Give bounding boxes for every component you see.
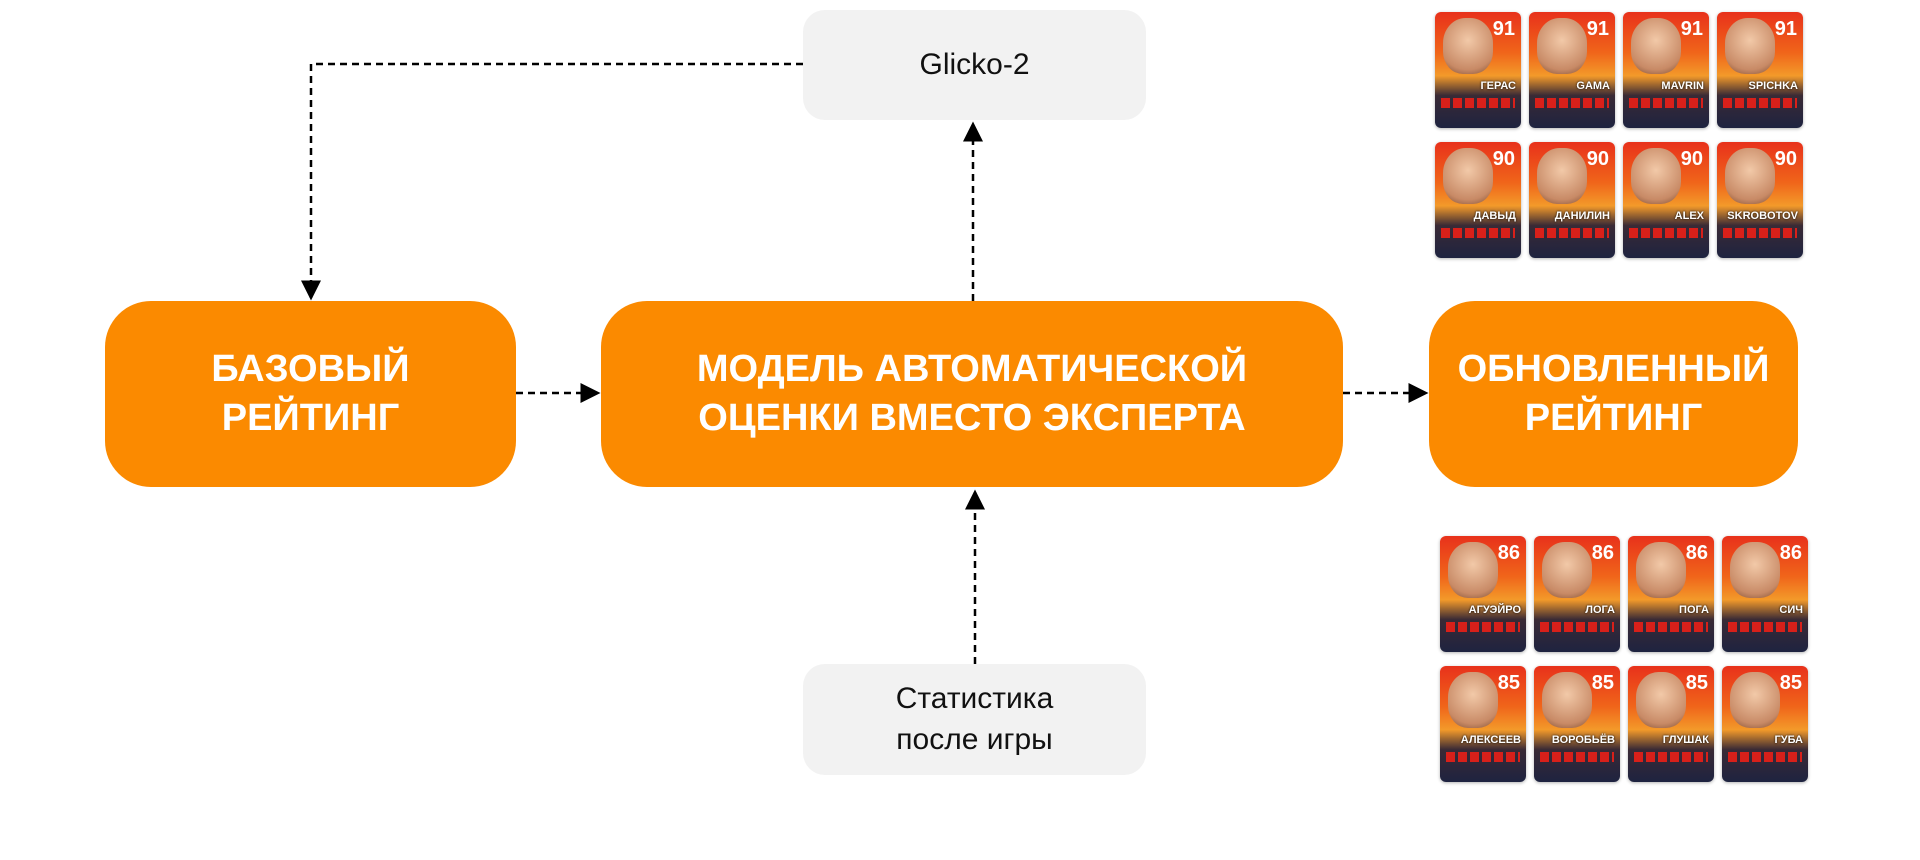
player-stats-bar [1441, 228, 1515, 238]
player-photo [1730, 672, 1780, 728]
player-rating: 90 [1680, 148, 1703, 170]
player-photo [1725, 148, 1775, 204]
player-photo [1636, 672, 1686, 728]
player-photo [1730, 542, 1780, 598]
player-card: 91 MAVRIN [1623, 12, 1709, 128]
player-name: GAMA [1576, 80, 1610, 92]
player-photo [1448, 542, 1498, 598]
player-rating: 86 [1685, 542, 1708, 564]
player-photo [1542, 542, 1592, 598]
updated-rating-node: ОБНОВЛЕННЫЙ РЕЙТИНГ [1429, 301, 1798, 487]
player-card: 90 ДАВЫД [1435, 142, 1521, 258]
player-photo [1636, 542, 1686, 598]
player-name: SKROBOTOV [1727, 210, 1798, 222]
base-rating-node: БАЗОВЫЙ РЕЙТИНГ [105, 301, 516, 487]
player-photo [1631, 18, 1681, 74]
player-card: 85 ВОРОБЬЁВ [1534, 666, 1620, 782]
player-card: 85 ГЛУШАК [1628, 666, 1714, 782]
player-rating: 86 [1779, 542, 1802, 564]
player-name: АГУЭЙРО [1468, 604, 1521, 616]
player-photo [1631, 148, 1681, 204]
player-rating: 90 [1774, 148, 1797, 170]
player-rating: 90 [1492, 148, 1515, 170]
player-name: ВОРОБЬЁВ [1551, 734, 1615, 746]
player-card: 91 GAMA [1529, 12, 1615, 128]
player-photo [1537, 148, 1587, 204]
player-photo [1725, 18, 1775, 74]
player-card: 90 SKROBOTOV [1717, 142, 1803, 258]
player-name: ALEX [1674, 210, 1704, 222]
player-name: ГЕРАС [1480, 80, 1516, 92]
model-label: МОДЕЛЬ АВТОМАТИЧЕСКОЙ ОЦЕНКИ ВМЕСТО ЭКСП… [696, 347, 1248, 439]
player-card: 91 ГЕРАС [1435, 12, 1521, 128]
post-game-stats-node: Статистика после игры [803, 664, 1146, 775]
player-rating: 91 [1586, 18, 1609, 40]
bottom-player-cards: 86 АГУЭЙРО 86 ЛОГА 86 ПОГА 86 СИЧ 85 АЛЕ… [1440, 536, 1808, 782]
player-stats-bar [1728, 622, 1802, 632]
player-photo [1448, 672, 1498, 728]
player-rating: 90 [1586, 148, 1609, 170]
player-name: ПОГА [1679, 604, 1709, 616]
player-stats-bar [1535, 228, 1609, 238]
player-card: 86 ЛОГА [1534, 536, 1620, 652]
player-card: 85 ГУБА [1722, 666, 1808, 782]
player-name: ДАНИЛИН [1554, 210, 1610, 222]
player-stats-bar [1634, 752, 1708, 762]
player-photo [1443, 148, 1493, 204]
player-card: 85 АЛЕКСЕЕВ [1440, 666, 1526, 782]
player-card: 86 АГУЭЙРО [1440, 536, 1526, 652]
player-name: ГУБА [1774, 734, 1803, 746]
player-stats-bar [1535, 98, 1609, 108]
player-rating: 85 [1497, 672, 1520, 694]
player-name: MAVRIN [1661, 80, 1704, 92]
player-card: 86 ПОГА [1628, 536, 1714, 652]
arrow-glicko-to-base [301, 62, 803, 301]
player-rating: 86 [1497, 542, 1520, 564]
player-stats-bar [1629, 228, 1703, 238]
top-player-cards: 91 ГЕРАС 91 GAMA 91 MAVRIN 91 SPICHKA 90… [1435, 12, 1803, 258]
player-stats-bar [1723, 228, 1797, 238]
player-name: ДАВЫД [1473, 210, 1516, 222]
post-game-stats-label: Статистика после игры [895, 682, 1054, 756]
player-stats-bar [1446, 752, 1520, 762]
player-name: АЛЕКСЕЕВ [1460, 734, 1521, 746]
player-stats-bar [1629, 98, 1703, 108]
player-name: SPICHKA [1748, 80, 1798, 92]
player-rating: 85 [1591, 672, 1614, 694]
player-photo [1542, 672, 1592, 728]
player-rating: 91 [1680, 18, 1703, 40]
player-rating: 91 [1492, 18, 1515, 40]
player-photo [1443, 18, 1493, 74]
player-card: 86 СИЧ [1722, 536, 1808, 652]
player-stats-bar [1540, 752, 1614, 762]
player-rating: 85 [1685, 672, 1708, 694]
player-name: ЛОГА [1585, 604, 1615, 616]
player-stats-bar [1634, 622, 1708, 632]
player-card: 91 SPICHKA [1717, 12, 1803, 128]
glicko-2-node: Glicko-2 [803, 10, 1146, 120]
player-rating: 86 [1591, 542, 1614, 564]
player-photo [1537, 18, 1587, 74]
base-rating-label: БАЗОВЫЙ РЕЙТИНГ [211, 347, 410, 439]
player-stats-bar [1441, 98, 1515, 108]
player-rating: 85 [1779, 672, 1802, 694]
player-card: 90 ДАНИЛИН [1529, 142, 1615, 258]
glicko-2-label: Glicko-2 [919, 47, 1030, 81]
player-name: ГЛУШАК [1662, 734, 1709, 746]
player-rating: 91 [1774, 18, 1797, 40]
player-stats-bar [1540, 622, 1614, 632]
player-card: 90 ALEX [1623, 142, 1709, 258]
player-stats-bar [1728, 752, 1802, 762]
player-stats-bar [1446, 622, 1520, 632]
player-name: СИЧ [1779, 604, 1803, 616]
updated-rating-label: ОБНОВЛЕННЫЙ РЕЙТИНГ [1457, 347, 1770, 439]
player-stats-bar [1723, 98, 1797, 108]
model-node: МОДЕЛЬ АВТОМАТИЧЕСКОЙ ОЦЕНКИ ВМЕСТО ЭКСП… [601, 301, 1343, 487]
